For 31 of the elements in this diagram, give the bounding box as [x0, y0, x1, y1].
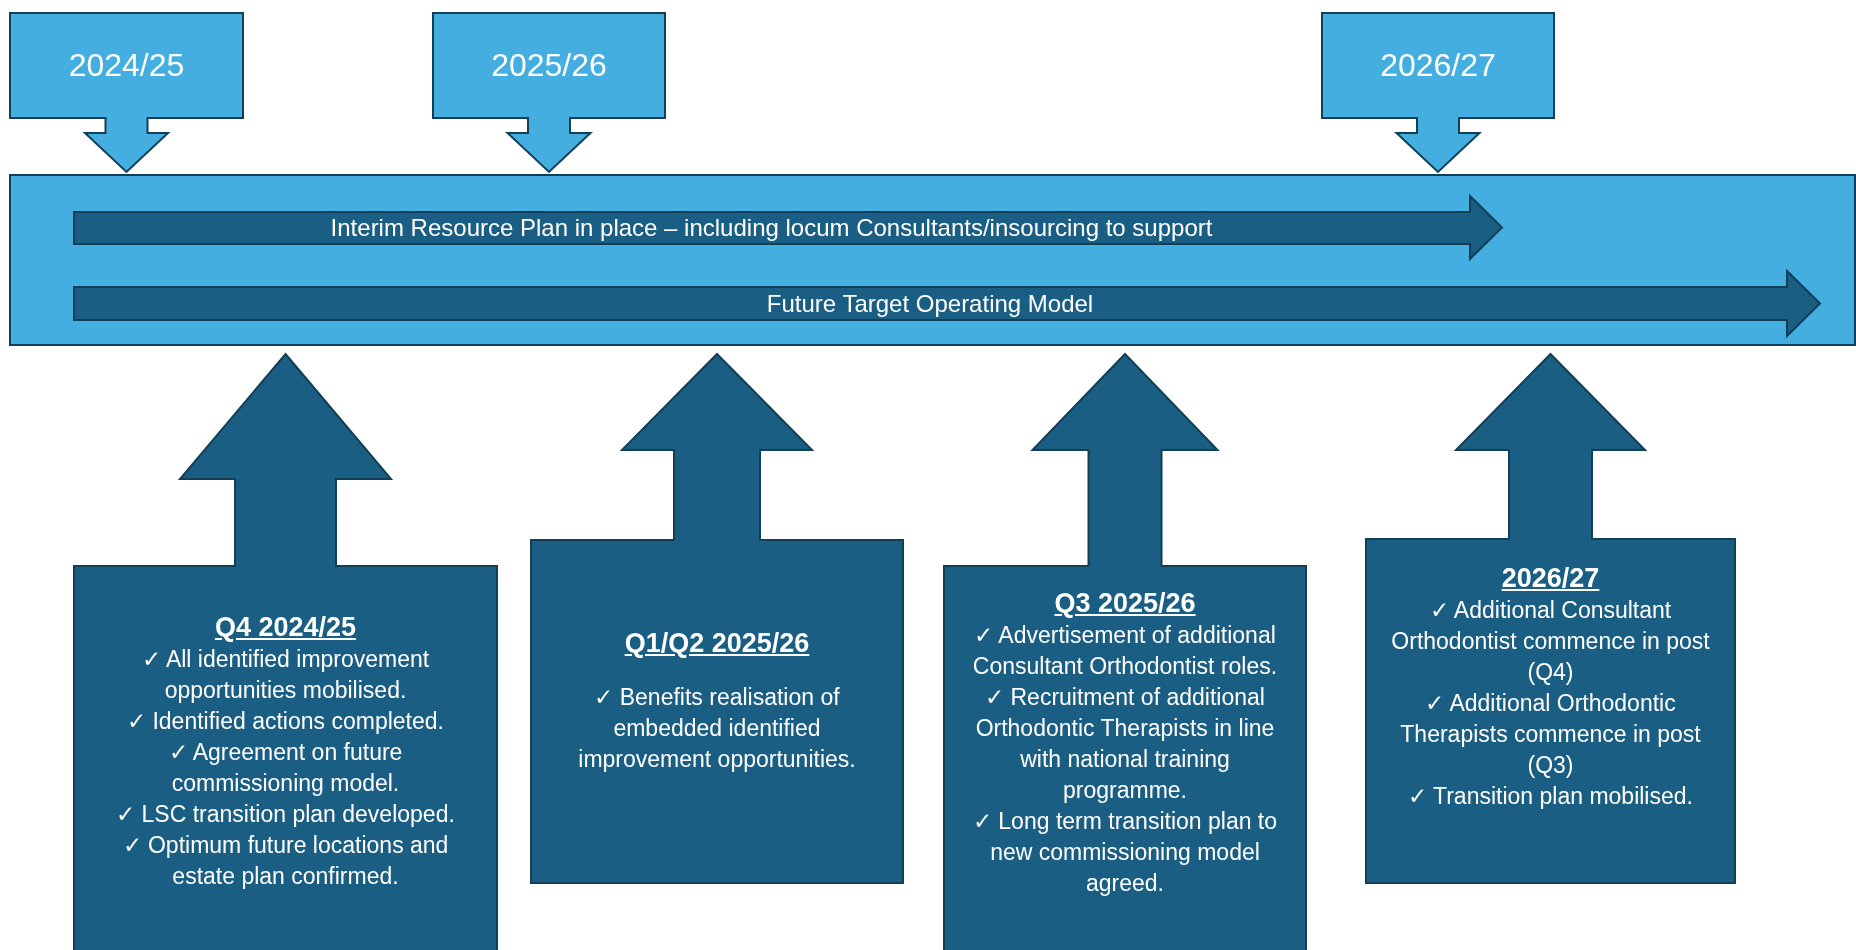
checklist-item: ✓ Additional Consultant Orthodontist commence in post (Q4): [1390, 596, 1711, 687]
timeline-band: [9, 174, 1856, 346]
bar-label: Future Target Operating Model: [765, 288, 1095, 319]
right-arrow-bar: [73, 195, 1503, 260]
up-arrow-callout: [943, 353, 1307, 950]
year-label: 2024/25: [67, 45, 186, 85]
checklist-item: ✓ Advertisement of additional Consultant Orthodontist roles.: [971, 621, 1279, 681]
checklist-item: ✓ Long term transition plan to new commissioning model agreed.: [971, 807, 1279, 898]
callout-heading: Q1/Q2 2025/26: [623, 627, 811, 660]
down-arrow-callout: [9, 12, 244, 172]
checklist-item: ✓ Optimum future locations and estate plan confirmed.: [121, 831, 450, 891]
checklist-item: ✓ Transition plan mobilised.: [1407, 782, 1694, 811]
year-label: 2026/27: [1379, 45, 1497, 85]
checklist-item: ✓ Additional Orthodontic Therapists commence in post (Q3): [1399, 689, 1702, 780]
checklist-item: ✓ Agreement on future commissioning model.: [167, 738, 404, 798]
up-arrow-callout: [73, 353, 498, 950]
down-arrow-callout: [1321, 12, 1555, 172]
checklist-item: ✓ Benefits realisation of embedded identified improvement opportunities.: [577, 683, 857, 774]
callout-heading: 2026/27: [1500, 562, 1601, 595]
right-arrow-bar: [73, 270, 1821, 337]
checklist-item: ✓ All identified improvement opportunities mobilised.: [140, 645, 431, 705]
up-arrow-callout: [530, 353, 904, 884]
down-arrow-callout: [432, 12, 666, 172]
callout-heading: Q4 2024/25: [213, 611, 358, 644]
callout-heading: Q3 2025/26: [1053, 587, 1197, 620]
year-label: 2025/26: [490, 45, 608, 85]
checklist-item: ✓ LSC transition plan developed.: [115, 800, 456, 829]
up-arrow-callout: [1365, 353, 1736, 884]
bar-label: Interim Resource Plan in place – including locum Consultants/insourcing to support: [329, 213, 1214, 243]
checklist-item: ✓ Identified actions completed.: [126, 707, 445, 736]
checklist-item: ✓ Recruitment of additional Orthodontic Therapists in line with national training programme.: [974, 683, 1276, 805]
